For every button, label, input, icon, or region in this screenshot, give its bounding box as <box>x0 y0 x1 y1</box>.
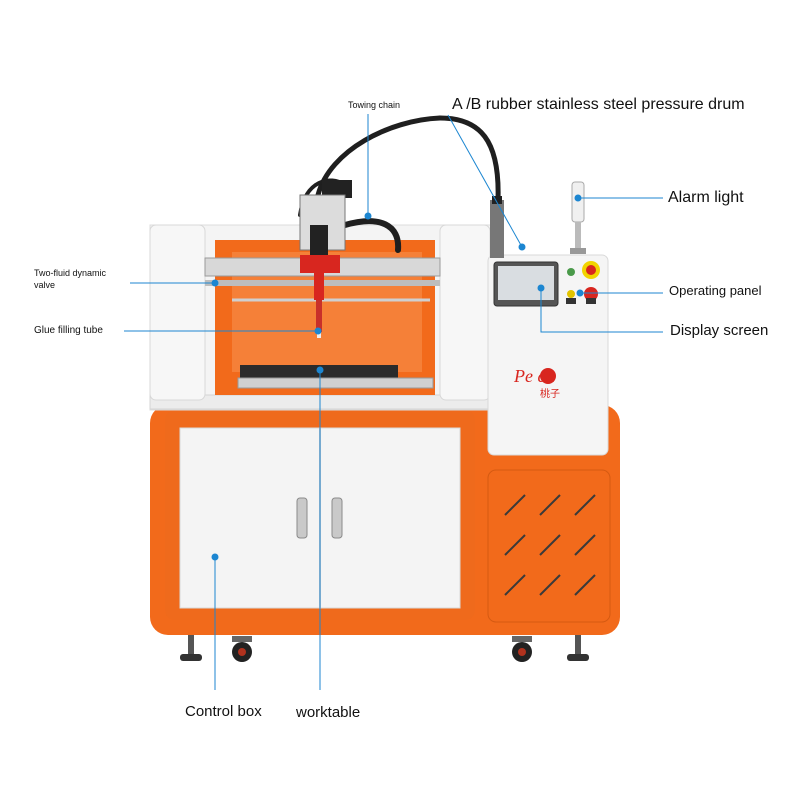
pressure-drum <box>490 196 504 258</box>
control-column <box>487 254 609 456</box>
control-box-label: Control box <box>185 703 262 720</box>
towing-chain-label: Towing chain <box>348 100 401 110</box>
alarm-light-tower <box>570 181 586 254</box>
operating-panel-label: Operating panel <box>669 283 762 298</box>
pressure-drum-label: A /B rubber stainless steel pressure dru… <box>452 96 745 113</box>
two-fluid-valve-label-line2: valve <box>34 280 56 290</box>
logo-text: Pe ch <box>513 366 554 386</box>
display-screen-label: Display screen <box>670 322 769 339</box>
two-fluid-valve-label-line1: Two-fluid dynamic <box>34 268 107 278</box>
glue-filling-tube-label: Glue filling tube <box>34 325 103 336</box>
feet <box>180 635 589 662</box>
leader-lines <box>124 114 663 690</box>
upper-housing <box>149 224 496 411</box>
brand-logo: Pe ch 桃子 <box>513 366 560 400</box>
logo-cn-text: 桃子 <box>540 387 560 400</box>
dispensing-head <box>299 180 352 338</box>
alarm-light-label: Alarm light <box>668 189 744 206</box>
worktable-label: worktable <box>296 704 361 721</box>
leader-dots <box>211 194 584 561</box>
